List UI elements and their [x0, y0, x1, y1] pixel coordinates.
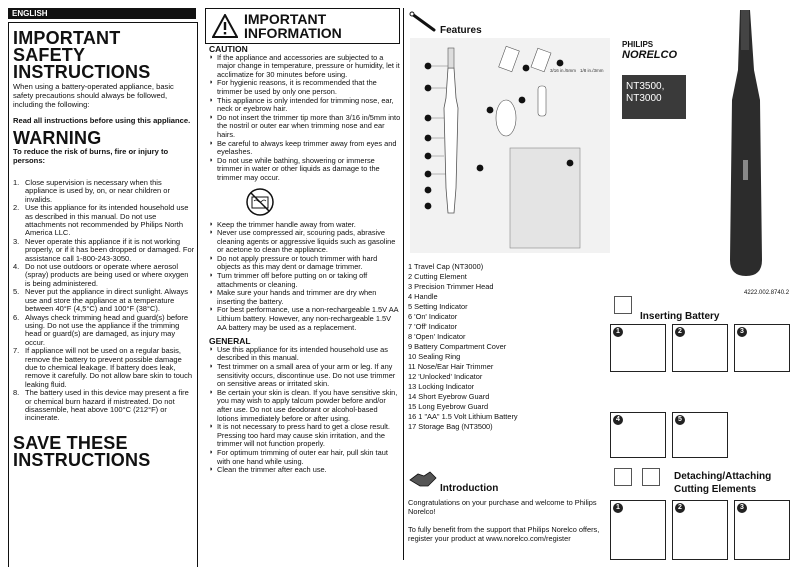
- safety-item: 5.Never put the appliance in direct sunl…: [13, 287, 189, 314]
- general-item: It is not necessary to press hard to get…: [209, 422, 401, 449]
- brand-logo: PHILIPS NORELCO: [622, 40, 677, 61]
- save-title-2: INSTRUCTIONS: [13, 449, 151, 470]
- inserting-battery-title: Inserting Battery: [640, 311, 720, 322]
- warning-heading: WARNING: [13, 128, 102, 148]
- introduction-title: Introduction: [440, 483, 499, 494]
- battery-step-1: 1: [610, 324, 666, 372]
- brand-column: PHILIPS NORELCO NT3500, NT3000 4222.002.…: [608, 0, 802, 567]
- detach-step-1: 1: [610, 500, 666, 560]
- part-item: 4 Handle: [408, 292, 438, 301]
- general-item: Use this appliance for its intended hous…: [209, 345, 401, 363]
- important-title: IMPORTANT INFORMATION: [244, 11, 342, 41]
- read-instructions: Read all instructions before using this …: [13, 116, 191, 125]
- measure-label: 3/16 in./5mm: [550, 68, 576, 73]
- caution-item: For best performance, use a non-recharge…: [209, 306, 401, 332]
- battery-icon: [614, 296, 632, 314]
- part-item: 5 Setting Indicator: [408, 302, 468, 311]
- part-item: 8 'Open' Indicator: [408, 332, 466, 341]
- safety-title-2: SAFETY: [13, 45, 86, 65]
- battery-step-5: 5: [672, 412, 728, 458]
- warning-subtitle: To reduce the risk of burns, fire or inj…: [13, 147, 169, 165]
- product-code: 4222.002.8740.2: [744, 290, 790, 296]
- detach-step-2: 2: [672, 500, 728, 560]
- detach-step-3: 3: [734, 500, 790, 560]
- trimmer-icon: [409, 11, 436, 32]
- parts-list: 1 Travel Cap (NT3000) 2 Cutting Element …: [408, 262, 518, 432]
- important-header: IMPORTANT INFORMATION: [205, 8, 400, 44]
- battery-step-4: 4: [610, 412, 666, 458]
- battery-step-2: 2: [672, 324, 728, 372]
- caution-item: Keep the trimmer handle away from water.: [209, 220, 401, 230]
- caution-item: Do not use while bathing, showering or i…: [209, 156, 401, 183]
- language-label: ENGLISH: [8, 8, 196, 19]
- safety-box: [8, 22, 198, 567]
- part-item: 17 Storage Bag (NT3500): [408, 422, 493, 431]
- caution-item: Do not insert the trimmer tip more than …: [209, 113, 401, 140]
- part-item: 9 Battery Compartment Cover: [408, 342, 507, 351]
- general-item: Be certain your skin is clean. If you ha…: [209, 388, 401, 423]
- warning-triangle-icon: [212, 14, 238, 38]
- introduction-text: Congratulations on your purchase and wel…: [408, 498, 600, 543]
- safety-list: 1.Close supervision is necessary when th…: [13, 178, 195, 423]
- caution-item: Be careful to always keep trimmer away f…: [209, 139, 401, 157]
- attach-icon-2: [642, 468, 660, 486]
- part-item: 14 Short Eyebrow Guard: [408, 392, 490, 401]
- safety-item: 4.Do not use outdoors or operate where a…: [13, 262, 189, 288]
- part-item: 10 Sealing Ring: [408, 352, 461, 361]
- general-item: Test trimmer on a small area of your arm…: [209, 362, 401, 389]
- part-item: 16 1 "AA" 1.5 Volt Lithium Battery: [408, 412, 518, 421]
- safety-intro: When using a battery-operated appliance,…: [13, 82, 174, 109]
- safety-title-3: INSTRUCTIONS: [13, 62, 151, 82]
- handshake-icon: [409, 471, 437, 487]
- caution-item: If the appliance and accessories are sub…: [209, 53, 401, 80]
- general-item: For optimum trimming of outer ear hair, …: [209, 448, 401, 466]
- part-item: 3 Precision Trimmer Head: [408, 282, 494, 291]
- features-column: Features 3/16 in./5mm 1/8 in./3mm 1 Trav…: [404, 0, 610, 567]
- part-item: 6 'On' Indicator: [408, 312, 458, 321]
- features-title: Features: [440, 25, 482, 36]
- attach-icon-1: [614, 468, 632, 486]
- measure-label-2: 1/8 in./3mm: [580, 68, 604, 73]
- safety-item: 2.Use this appliance for its intended ho…: [13, 203, 189, 238]
- trimmer-product-image: [730, 10, 762, 276]
- caution-item: Never use compressed air, scouring pads,…: [209, 228, 401, 255]
- caution-item: This appliance is only intended for trim…: [209, 96, 401, 114]
- features-diagram: 3/16 in./5mm 1/8 in./3mm: [410, 38, 610, 253]
- safety-item: 1.Close supervision is necessary when th…: [13, 178, 170, 204]
- safety-title-1: IMPORTANT: [13, 28, 121, 48]
- battery-step-3: 3: [734, 324, 790, 372]
- important-body: CAUTION If the appliance and accessories…: [209, 45, 401, 475]
- part-item: 12 'Unlocked' Indicator: [408, 372, 483, 381]
- model-box: NT3500, NT3000: [622, 75, 686, 119]
- detach-title: Detaching/Attaching Cutting Elements: [674, 471, 772, 495]
- no-water-icon: [246, 187, 274, 216]
- safety-item: 8.The battery used in this device may pr…: [13, 388, 189, 423]
- general-item: Clean the trimmer after each use.: [209, 466, 401, 475]
- part-item: 1 Travel Cap (NT3000): [408, 262, 484, 271]
- safety-item: 7.If appliance will not be used on a reg…: [13, 346, 193, 389]
- general-heading: GENERAL: [209, 336, 251, 347]
- caution-heading: CAUTION: [209, 44, 248, 54]
- part-item: 2 Cutting Element: [408, 272, 467, 281]
- caution-item: For hygienic reasons, it is recommended …: [209, 79, 401, 96]
- part-item: 15 Long Eyebrow Guard: [408, 402, 489, 411]
- part-item: 11 Nose/Ear Hair Trimmer: [408, 362, 494, 371]
- important-column: IMPORTANT INFORMATION CAUTION If the app…: [205, 0, 405, 567]
- safety-column: ENGLISH IMPORTANT SAFETY INSTRUCTIONS Wh…: [0, 0, 202, 567]
- caution-item: Turn trimmer off before putting on or ta…: [209, 271, 401, 289]
- caution-item: Do not apply pressure or touch trimmer w…: [209, 254, 401, 272]
- part-item: 7 'Off' Indicator: [408, 322, 458, 331]
- part-item: 13 Locking Indicator: [408, 382, 475, 391]
- caution-item: Make sure your hands and trimmer are dry…: [209, 288, 401, 306]
- safety-item: 3.Never operate this appliance if it is …: [13, 236, 195, 263]
- safety-item: 6.Always check trimming head and guard(s…: [13, 312, 188, 347]
- save-title-1: SAVE THESE: [13, 432, 128, 453]
- column-divider: [403, 8, 404, 560]
